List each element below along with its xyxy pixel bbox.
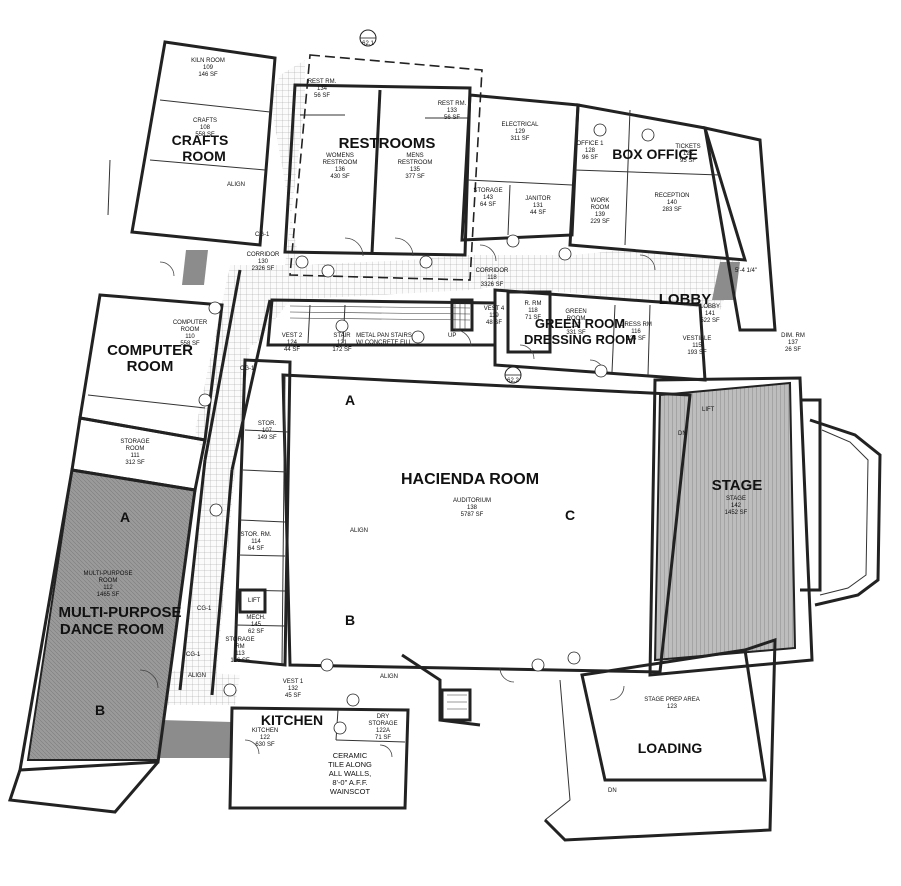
green-room-label: GREEN ROOM	[535, 316, 625, 331]
marker-top-label: 62.1	[362, 41, 374, 47]
area-labels: CRAFTS ROOM RESTROOMS BOX OFFICE LOBBY C…	[58, 132, 762, 756]
note-align-c: ALIGN	[380, 674, 398, 680]
note-align-b: ALIGN	[350, 528, 368, 534]
note-cg1-b: CG-1	[240, 366, 255, 372]
note-lift-b: LIFT	[702, 407, 715, 413]
note-cg1-d: CG-1	[186, 652, 201, 658]
building-walls	[7, 40, 882, 842]
zone-b-hacienda: B	[345, 612, 355, 628]
zone-b-mp: B	[95, 702, 105, 718]
multi-purpose-label: MULTI-PURPOSE	[58, 604, 181, 621]
stair-treads	[289, 303, 471, 710]
section-marker-top: 62.1	[359, 29, 377, 47]
loading-label: LOADING	[638, 740, 703, 756]
note-align-d: ALIGN	[188, 673, 206, 679]
stage-label: STAGE	[712, 477, 763, 494]
section-marker-mid: 62.2	[504, 366, 522, 384]
zone-a-mp: A	[120, 509, 130, 525]
crafts-room-label: ROOM	[182, 148, 226, 164]
kitchen-label: KITCHEN	[261, 712, 323, 728]
lobby-label: LOBBY	[659, 291, 712, 308]
marker-mid-label: 62.2	[507, 378, 519, 384]
note-align-a: ALIGN	[227, 182, 245, 188]
note-cg1-a: CG-1	[255, 232, 270, 238]
note-cg1-c: CG-1	[197, 606, 212, 612]
note-dn-a: DN	[678, 431, 687, 437]
hacienda-room-label: HACIENDA ROOM	[401, 471, 539, 488]
note-dn-b: DN	[608, 788, 617, 794]
room-tags	[198, 123, 655, 735]
restrooms-label: RESTROOMS	[339, 135, 436, 152]
stage-floor	[653, 381, 797, 662]
corridor-tiling	[158, 60, 740, 705]
shaded-areas	[26, 250, 797, 761]
note-up: UP	[448, 333, 456, 339]
zone-a-hacienda: A	[345, 392, 355, 408]
note-lobby-dim: 5'-4 1/4"	[735, 268, 757, 274]
door-swings	[139, 237, 656, 758]
dressing-room-label: DRESSING ROOM	[524, 332, 636, 347]
note-lift-a: LIFT	[248, 598, 261, 604]
computer-room-label: ROOM	[127, 358, 174, 375]
box-office-label: BOX OFFICE	[612, 146, 698, 162]
dance-room-label: DANCE ROOM	[60, 621, 164, 638]
computer-label: COMPUTER	[107, 342, 193, 359]
crafts-label: CRAFTS	[172, 132, 229, 148]
zone-c-hacienda: C	[565, 507, 575, 523]
